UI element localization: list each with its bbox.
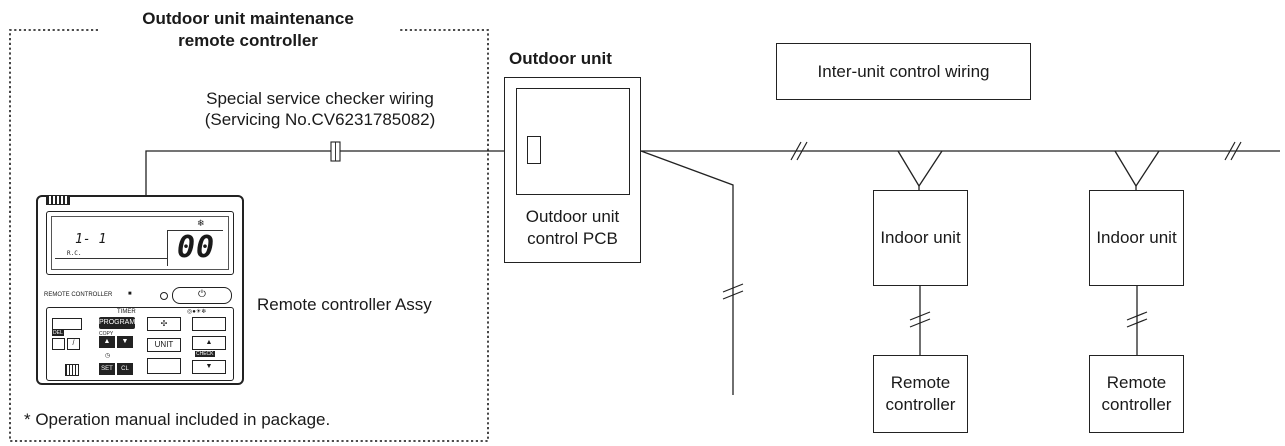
lcd-big-digits: 00 bbox=[177, 230, 216, 265]
snowflake-icon: ❄ bbox=[197, 218, 205, 228]
up-button: ▲ bbox=[99, 336, 115, 348]
button-panel: TIMER ◎●☀❄ DEL PROGRAM COPY ✣ / ▲ ▼ UNIT… bbox=[46, 307, 234, 381]
indicator-lamp bbox=[160, 292, 168, 300]
pencil-button: / bbox=[67, 338, 80, 350]
outdoor-unit-heading: Outdoor unit bbox=[509, 49, 612, 68]
pcb-label: Outdoor unit control PCB bbox=[504, 206, 641, 250]
indoor-unit-1: Indoor unit bbox=[873, 190, 968, 286]
branch-line bbox=[640, 150, 734, 395]
indoor-unit-2-tap bbox=[1114, 150, 1160, 188]
timer-label: TIMER bbox=[117, 309, 136, 315]
grid-button bbox=[65, 364, 79, 376]
maintenance-title-line2: remote controller bbox=[178, 31, 318, 50]
checker-wiring-line2: (Servicing No.CV6231785082) bbox=[204, 110, 436, 129]
power-button: ⏻ bbox=[172, 287, 232, 304]
remote-controller-2-line2: controller bbox=[1101, 395, 1172, 414]
set-label: SET bbox=[101, 366, 113, 372]
unit-button: UNIT bbox=[147, 338, 181, 352]
remote-controller-device: 1- 1 R.C. ❄ 00 REMOTE CONTROLLER ■ ⏻ TIM… bbox=[36, 195, 244, 385]
break-mark bbox=[909, 311, 1148, 328]
check-label: CHECK bbox=[195, 351, 215, 357]
set-button: SET bbox=[99, 363, 115, 375]
lcd-rc: R.C. bbox=[67, 250, 82, 257]
camera-icon bbox=[52, 338, 65, 350]
mode-button bbox=[192, 317, 226, 331]
cl-button: CL bbox=[117, 363, 133, 375]
remote-controller-1-line1: Remote bbox=[890, 373, 951, 392]
lcd-display: 1- 1 R.C. ❄ 00 bbox=[46, 211, 234, 275]
checker-wire bbox=[145, 150, 527, 195]
inter-unit-label: Inter-unit control wiring bbox=[817, 61, 990, 81]
break-mark bbox=[790, 141, 1242, 161]
pcb-connector-overlay bbox=[527, 136, 541, 164]
indoor-unit-2: Indoor unit bbox=[1089, 190, 1184, 286]
inter-unit-box: Inter-unit control wiring bbox=[776, 43, 1031, 100]
maintenance-enclosure bbox=[9, 29, 489, 442]
vent-icon bbox=[46, 195, 70, 205]
temp-up-button: ▲ bbox=[192, 336, 226, 350]
copy-label: COPY bbox=[99, 331, 114, 337]
remote-assy-label: Remote controller Assy bbox=[257, 295, 432, 314]
operation-manual-note: * Operation manual included in package. bbox=[24, 410, 331, 429]
break-mark bbox=[722, 283, 744, 300]
remote-controller-2: Remote controller bbox=[1089, 355, 1184, 433]
maintenance-title-line1: Outdoor unit maintenance bbox=[142, 9, 354, 28]
temp-button bbox=[52, 318, 82, 330]
lock-icon: ■ bbox=[128, 291, 132, 297]
mode-icons: ◎●☀❄ bbox=[187, 309, 207, 315]
indoor-unit-1-label: Indoor unit bbox=[880, 228, 961, 247]
maintenance-title: Outdoor unit maintenance remote controll… bbox=[102, 8, 394, 52]
indoor-unit-1-tap bbox=[897, 150, 943, 188]
checker-wiring-label: Special service checker wiring (Servicin… bbox=[170, 88, 470, 130]
remote-controller-1: Remote controller bbox=[873, 355, 968, 433]
indoor-unit-2-label: Indoor unit bbox=[1096, 228, 1177, 247]
pcb-label-line1: Outdoor unit bbox=[525, 207, 620, 226]
program-label: PROGRAM bbox=[99, 319, 136, 326]
unit-label: UNIT bbox=[154, 340, 174, 349]
brand-label: REMOTE CONTROLLER bbox=[44, 292, 113, 298]
pcb-label-line2: control PCB bbox=[527, 229, 618, 248]
cl-label: CL bbox=[121, 366, 129, 372]
clock-icon: ◷ bbox=[105, 353, 111, 359]
lcd-code: 1- 1 bbox=[75, 232, 107, 247]
temp-down-button: ▼ bbox=[192, 360, 226, 374]
del-label: DEL bbox=[52, 330, 64, 336]
filter-button bbox=[147, 358, 181, 374]
remote-controller-1-line2: controller bbox=[885, 395, 956, 414]
down-button: ▼ bbox=[117, 336, 133, 348]
checker-wiring-line1: Special service checker wiring bbox=[206, 89, 434, 108]
remote-controller-2-line1: Remote bbox=[1106, 373, 1167, 392]
program-button: PROGRAM bbox=[99, 317, 135, 329]
fan-button: ✣ bbox=[147, 317, 181, 331]
